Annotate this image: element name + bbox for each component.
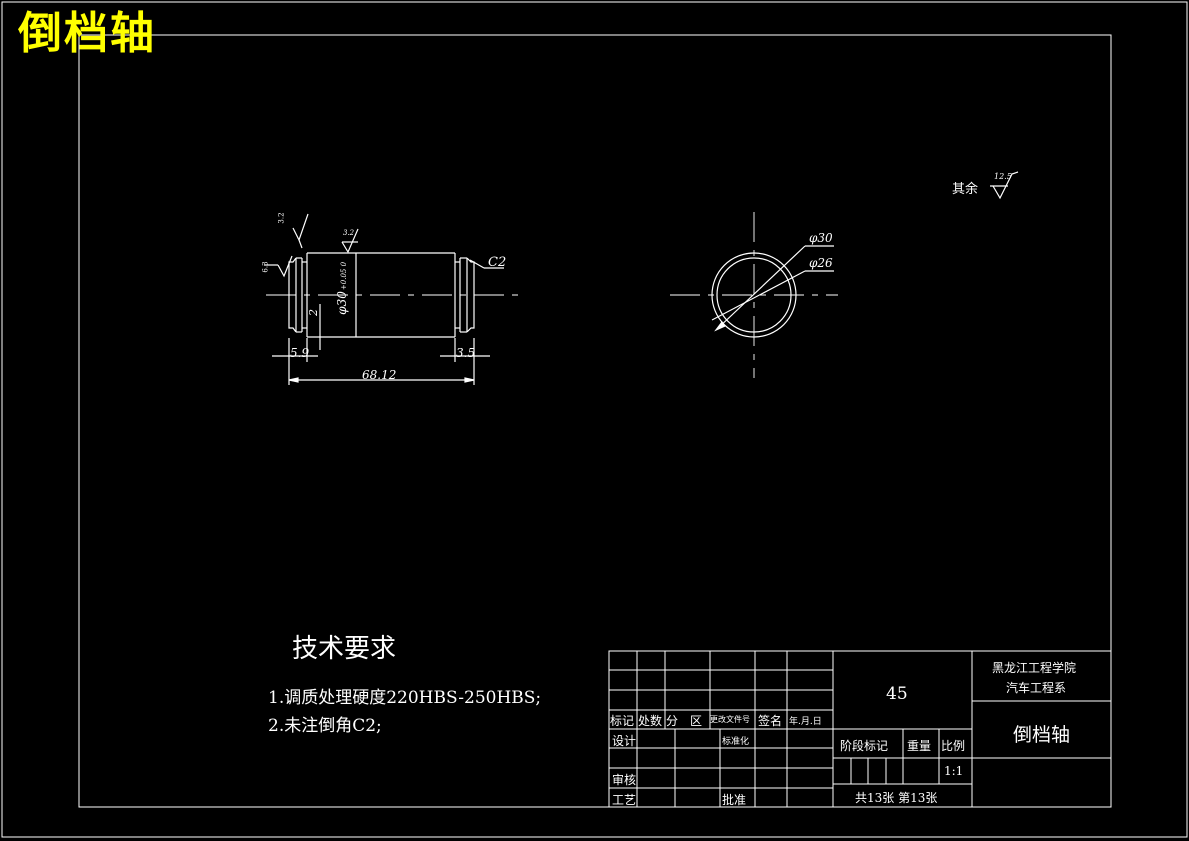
dim-right-step: 3.5	[456, 346, 476, 360]
tb-label-approve: 批准	[722, 793, 747, 807]
inner-border	[78, 34, 1112, 808]
tb-label-zone: 分 区	[666, 714, 703, 728]
tb-label-design: 设计	[612, 734, 637, 748]
tb-scale-label: 比例	[941, 739, 966, 753]
tb-label-standardization: 标准化	[722, 737, 750, 747]
dim-groove-depth: 2	[307, 309, 320, 316]
shaft-side-view	[264, 213, 520, 385]
tb-label-review: 审核	[612, 773, 637, 787]
rest-roughness-value: 12.5	[994, 172, 1012, 181]
tb-label-date: 年.月.日	[789, 717, 822, 727]
roughness-mark-top: 3.2	[277, 212, 286, 224]
dim-inner-circle: φ26	[809, 256, 833, 270]
roughness-mark-body: 3.2	[343, 229, 355, 237]
tb-label-change-doc: 更改文件号	[710, 715, 750, 724]
tb-label-mark: 标记	[610, 714, 635, 728]
tb-stage-mark: 阶段标记	[840, 739, 889, 753]
tb-school: 黑龙江工程学院	[992, 661, 1077, 675]
tb-department: 汽车工程系	[1006, 681, 1067, 695]
tb-weight: 重量	[907, 739, 932, 753]
dim-shaft-tolerance: +0.05 0	[340, 261, 349, 291]
roughness-mark-left: 6.3	[261, 261, 270, 273]
tb-label-process: 工艺	[612, 793, 637, 807]
tb-label-signature: 签名	[758, 714, 783, 728]
rest-roughness-symbol	[990, 171, 1019, 200]
dim-overall-length: 68.12	[362, 368, 397, 382]
dim-outer-circle: φ30	[809, 231, 833, 245]
shaft-section-view	[670, 212, 838, 378]
title-block-grid	[608, 650, 1112, 808]
dim-shaft-diameter: φ30	[334, 291, 349, 315]
page-title: 倒档轴	[18, 8, 156, 59]
tb-scale-value: 1:1	[944, 764, 964, 778]
tb-part-name: 倒档轴	[1013, 724, 1071, 746]
tech-requirement-1: 1.调质处理硬度220HBS-250HBS;	[268, 688, 542, 708]
tb-material: 45	[886, 684, 908, 704]
dim-left-step: 5.9	[290, 346, 310, 360]
tb-label-count: 处数	[638, 714, 663, 728]
tech-requirement-2: 2.未注倒角C2;	[268, 716, 382, 736]
tb-sheet-info: 共13张 第13张	[855, 791, 938, 805]
dim-chamfer: C2	[488, 255, 507, 270]
rest-surface-label: 其余	[952, 182, 979, 197]
tech-requirements-title: 技术要求	[292, 634, 397, 664]
